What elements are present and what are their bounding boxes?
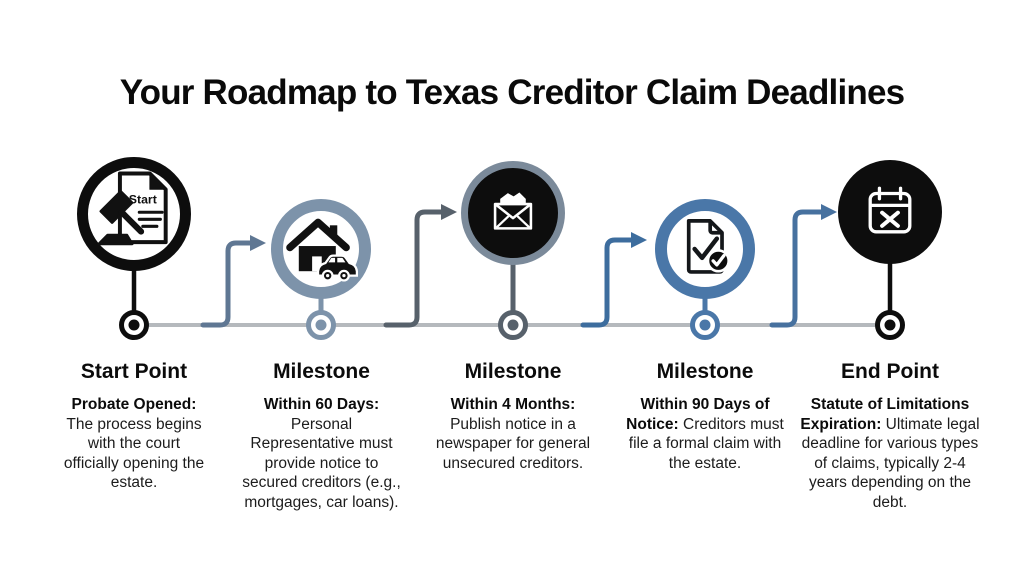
step-start-lead: Probate Opened:	[71, 396, 197, 413]
step-milestone-1-heading: Milestone	[273, 360, 370, 383]
node-end-circle	[838, 160, 942, 264]
house-car-icon	[286, 218, 358, 282]
timeline-marker-3	[690, 310, 720, 340]
start-doc-label: Start	[129, 192, 157, 206]
step-start-heading: Start Point	[80, 360, 188, 383]
step-milestone-3-heading: Milestone	[656, 360, 754, 383]
step-milestone-3-body: Creditors must file a formal claim with …	[628, 415, 784, 472]
step-start: Start Point Probate Opened: The process …	[59, 360, 209, 493]
step-milestone-1: Milestone Within 60 Days: Personal Repre…	[239, 360, 404, 512]
step-milestone-2-body: Publish notice in a newspaper for genera…	[435, 415, 591, 472]
timeline-marker-end	[875, 310, 905, 340]
step-milestone-3-description: Within 90 Days of Notice: Creditors must…	[619, 395, 791, 473]
step-milestone-1-description: Within 60 Days: Personal Representative …	[239, 395, 404, 512]
arrow-to-end-icon	[769, 204, 837, 328]
timeline-marker-2	[498, 310, 528, 340]
step-milestone-2: Milestone Within 4 Months: Publish notic…	[428, 360, 598, 473]
step-start-description: Probate Opened: The process begins with …	[59, 395, 209, 493]
step-end: End Point Statute of Limitations Expirat…	[796, 360, 984, 512]
calendar-x-icon	[868, 186, 912, 234]
node-start-circle: Start	[77, 157, 191, 271]
step-milestone-2-lead: Within 4 Months:	[450, 396, 576, 413]
document-check-icon	[686, 219, 730, 274]
arrow-to-milestone-3-icon	[580, 232, 647, 328]
gavel-document-icon: Start	[97, 171, 168, 246]
timeline-marker-1	[306, 310, 336, 340]
arrow-to-milestone-2-icon	[383, 204, 457, 328]
timeline-marker-start	[119, 310, 149, 340]
step-milestone-1-lead: Within 60 Days:	[263, 396, 380, 413]
page-title: Your Roadmap to Texas Creditor Claim Dea…	[119, 73, 905, 113]
node-milestone-2-circle	[461, 161, 565, 265]
step-end-description: Statute of Limitations Expiration: Ultim…	[796, 395, 984, 512]
node-milestone-3-circle	[655, 199, 755, 299]
step-milestone-2-heading: Milestone	[464, 360, 562, 383]
step-milestone-3: Milestone Within 90 Days of Notice: Cred…	[619, 360, 791, 473]
step-milestone-3-lead: Within 90 Days of Notice:	[626, 396, 770, 433]
step-start-body: The process begins with the court offici…	[63, 415, 205, 492]
step-milestone-2-description: Within 4 Months: Publish notice in a new…	[428, 395, 598, 473]
step-milestone-1-body: Personal Representative must provide not…	[242, 415, 401, 511]
step-end-body: Ultimate legal deadline for various type…	[801, 415, 980, 511]
open-envelope-icon	[493, 192, 533, 230]
node-milestone-1-circle	[271, 199, 371, 299]
arrow-to-milestone-1-icon	[200, 235, 266, 328]
step-end-lead: Statute of Limitations Expiration:	[800, 396, 970, 433]
step-end-heading: End Point	[841, 360, 939, 383]
